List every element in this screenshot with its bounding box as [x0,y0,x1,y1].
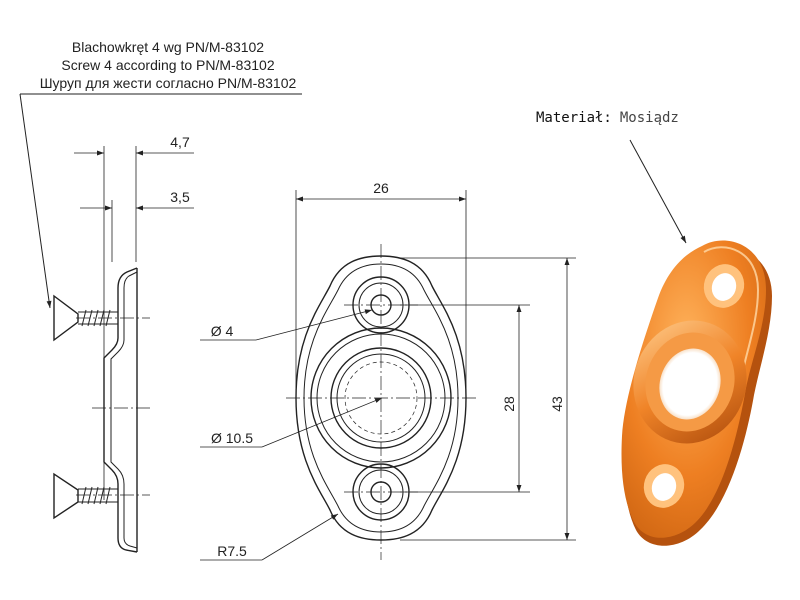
dim-d4-label: Ø 4 [211,323,234,339]
render-center-hole [659,348,721,420]
screw-note-leader [19,93,52,309]
dim-r7-label: R7.5 [217,543,247,559]
dim-d10-label: Ø 10.5 [211,430,253,446]
dim-d10-leader [261,397,383,448]
material-value: Mosiądz [620,110,679,126]
side-view: 4,7 3,5 [53,134,194,553]
screw-note-line-2: Screw 4 according to PN/M-83102 [61,57,274,73]
render-top-hole [711,273,737,301]
screw-note-line-3: Шуруп для жести согласно PN/M-83102 [40,75,297,91]
dim-26-label: 26 [373,180,389,196]
side-plate-outer [103,267,138,553]
part-render [621,240,772,546]
dim-3-5-label: 3,5 [170,189,190,205]
top-screw [53,294,118,342]
screw-note-line-1: Blachowkręt 4 wg PN/M-83102 [72,39,264,55]
render-bottom-hole [651,473,677,501]
material-leader [629,139,687,244]
dim-d4-leader [255,309,373,341]
plate-outline-inner [303,263,459,533]
plate-outline-outer [295,255,467,541]
render-rim-highlight [703,246,760,385]
side-plate-inner [110,271,138,549]
material-label: Materiał: [536,110,612,126]
dim-43-label: 43 [549,396,565,412]
dim-4-7-label: 4,7 [170,134,190,150]
dim-28-label: 28 [501,396,517,412]
top-screw-thread [81,309,111,327]
bottom-screw-thread [81,486,111,505]
front-view: 26 28 43 [200,180,576,561]
screw-note: Blachowkręt 4 wg PN/M-83102 Screw 4 acco… [19,39,302,309]
bottom-screw-head [53,472,79,520]
material-note: Materiał: Mosiądz [536,110,687,244]
top-screw-head [53,294,79,342]
bottom-screw [53,472,118,520]
material-text: Materiał: Mosiądz [536,110,679,126]
dim-r7-leader [261,513,339,561]
